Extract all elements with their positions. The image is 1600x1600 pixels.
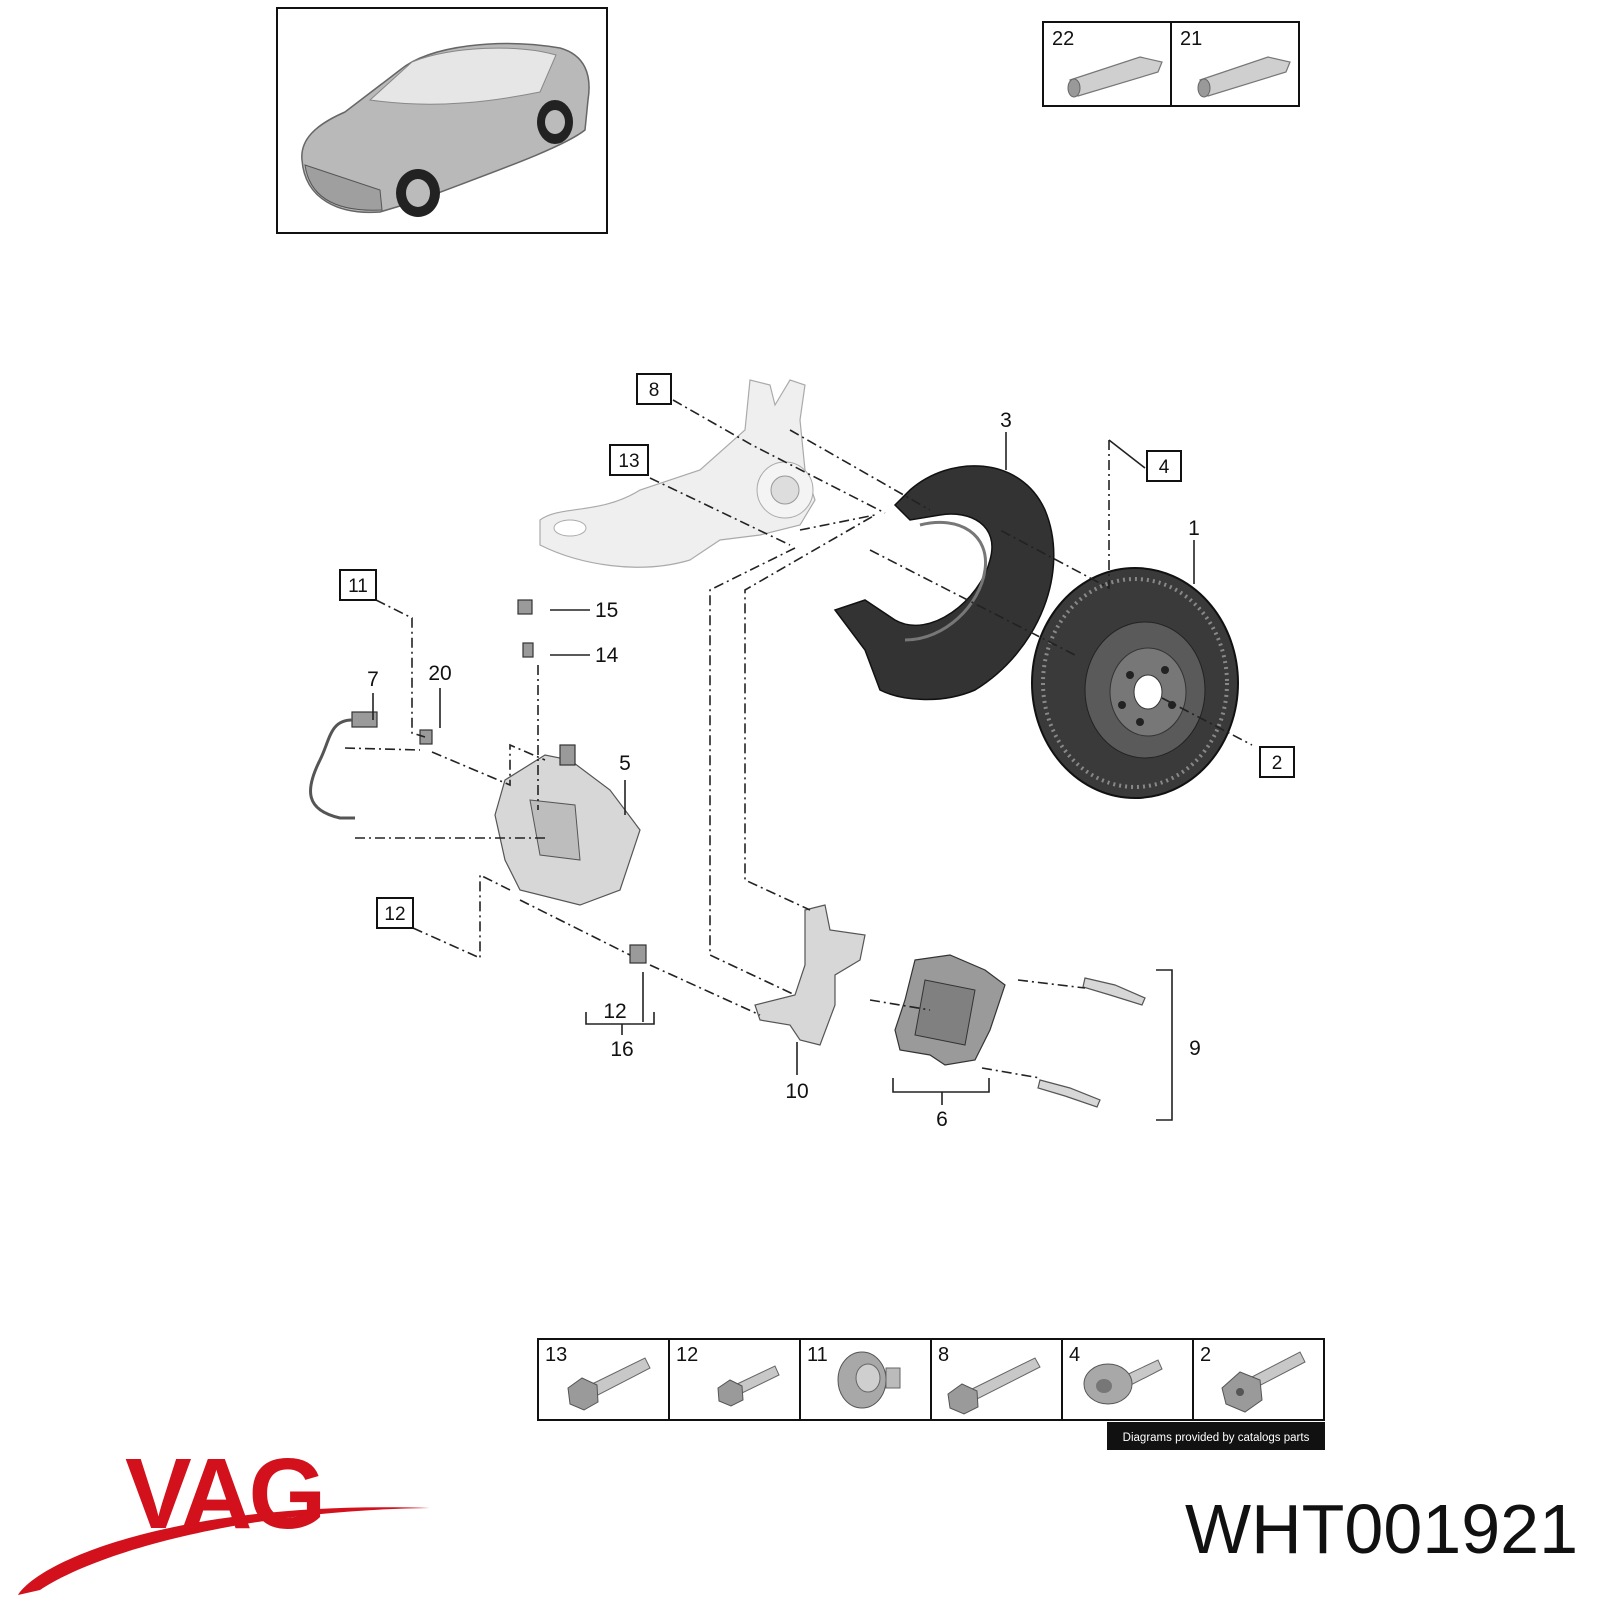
callout-3: 3 [1000, 409, 1012, 432]
credit-badge: Diagrams provided by catalogs parts [1107, 1422, 1325, 1450]
pad-spring-part [1037, 977, 1146, 1108]
bolt-label: 4 [1069, 1344, 1080, 1366]
svg-text:2: 2 [1272, 753, 1283, 774]
bolts-table: 13 12 11 8 4 2 [537, 1338, 1325, 1421]
torx-bolt-icon [1221, 1351, 1306, 1413]
callout-box-13: 13 [609, 444, 649, 476]
svg-text:11: 11 [348, 576, 368, 597]
credit-text: Diagrams provided by catalogs parts [1123, 1432, 1310, 1444]
bolt-label: 2 [1200, 1344, 1211, 1366]
callout-10: 10 [785, 1080, 808, 1103]
brake-disc-part [1031, 567, 1239, 799]
flange-bolt-icon [1083, 1359, 1163, 1405]
consumable-label: 22 [1052, 28, 1074, 50]
bleed-cap-part [517, 599, 533, 615]
consumable-label: 21 [1180, 28, 1202, 50]
vag-logo: VAG [18, 1438, 430, 1595]
callout-16: 16 [610, 1038, 633, 1061]
callout-box-11: 11 [339, 569, 377, 601]
brake-pad-part [894, 954, 1006, 1066]
callout-14: 14 [595, 644, 619, 667]
callout-box-4: 4 [1146, 450, 1182, 482]
grease-tube-icon [1067, 56, 1163, 98]
guide-bushing-part [629, 944, 647, 964]
callout-7: 7 [367, 668, 379, 691]
callout-20: 20 [428, 662, 451, 685]
caliper-carrier-part [754, 904, 866, 1046]
svg-text:8: 8 [649, 380, 660, 401]
hex-bolt-icon [717, 1365, 780, 1407]
part-number: WHT001921 [1185, 1490, 1578, 1568]
wear-sensor-part [308, 711, 433, 820]
callout-box-12: 12 [376, 897, 414, 929]
svg-text:12: 12 [384, 904, 405, 925]
grease-tube-icon [1197, 56, 1291, 98]
bolt-label: 12 [676, 1344, 698, 1366]
hex-bolt-icon [947, 1357, 1041, 1415]
callout-box-8: 8 [636, 373, 672, 405]
vehicle-thumbnail [276, 7, 608, 234]
callout-12: 12 [603, 1000, 626, 1023]
bolt-label: 13 [545, 1344, 567, 1366]
callout-box-2: 2 [1259, 746, 1295, 778]
svg-text:13: 13 [618, 451, 639, 472]
callout-6: 6 [936, 1108, 948, 1131]
svg-text:4: 4 [1159, 457, 1170, 478]
wheel-nut-icon [837, 1351, 901, 1409]
callout-15: 15 [595, 599, 618, 622]
bolt-label: 11 [807, 1344, 828, 1366]
leader-lines [344, 399, 1253, 1121]
callout-1: 1 [1188, 517, 1200, 540]
wheel-carrier-part [539, 379, 816, 568]
brand-wordmark: VAG [125, 1438, 322, 1550]
car-icon [301, 42, 590, 217]
callout-5: 5 [619, 752, 631, 775]
brake-caliper-part [494, 744, 641, 906]
hex-bolt-icon [567, 1357, 651, 1411]
consumables-table: 22 21 [1042, 21, 1300, 107]
bolt-label: 8 [938, 1344, 949, 1366]
callout-9: 9 [1189, 1037, 1201, 1060]
dust-shield-part [833, 465, 1055, 701]
bleed-valve-part [522, 642, 534, 658]
